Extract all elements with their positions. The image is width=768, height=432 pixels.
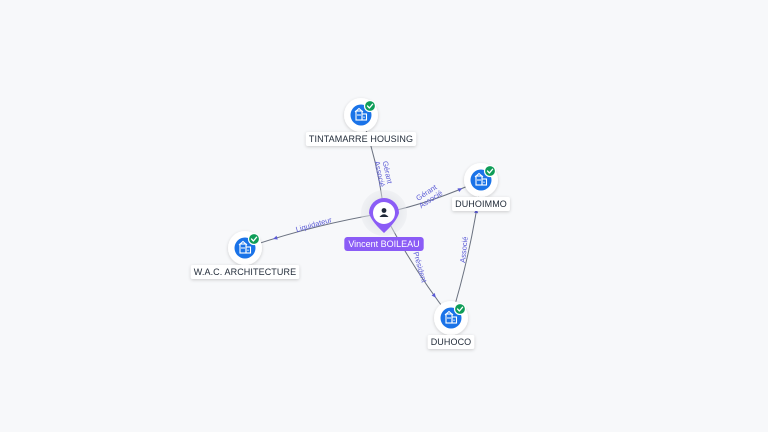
company-label-background (427, 335, 475, 349)
edge-label: Liquidateur (295, 215, 334, 234)
company-node-duhoimmo[interactable]: DUHOIMMO (452, 163, 510, 211)
edge-arrow-icon (431, 293, 436, 298)
edge-label: Associé (458, 236, 470, 263)
person-label-background (344, 237, 424, 251)
edge-label: Président (411, 251, 429, 285)
company-node-wac[interactable]: W.A.C. ARCHITECTURE (190, 231, 300, 279)
company-name: DUHOIMMO (455, 199, 507, 209)
company-label: TINTAMARRE HOUSING (305, 132, 417, 146)
company-node-duhoco[interactable]: DUHOCO (427, 301, 475, 349)
person-pin-inner (373, 202, 395, 224)
company-label-background (305, 132, 417, 146)
person-name: Vincent BOILEAU (348, 239, 419, 249)
company-label: W.A.C. ARCHITECTURE (190, 265, 300, 279)
verified-check-icon (453, 302, 467, 316)
company-name: DUHOCO (431, 337, 472, 347)
company-node-tintamarre[interactable]: TINTAMARRE HOUSING (305, 98, 417, 146)
nodes-layer: TINTAMARRE HOUSING DUHOIMMO W.A.C. ARCHITE… (190, 98, 510, 349)
company-label-background (452, 197, 510, 211)
person-icon (379, 208, 389, 217)
edge-arrow-icon (457, 188, 463, 192)
verified-check-icon (363, 99, 377, 113)
person-node[interactable]: Vincent BOILEAU (344, 190, 424, 251)
edge-arrow-icon (272, 235, 278, 240)
building-icon (444, 310, 458, 324)
company-label-background (190, 265, 300, 279)
building-icon (238, 240, 252, 254)
company-name: W.A.C. ARCHITECTURE (194, 267, 296, 277)
person-label: Vincent BOILEAU (344, 237, 424, 251)
building-icon (354, 107, 368, 121)
verified-check-icon (247, 232, 261, 246)
company-label: DUHOCO (427, 335, 475, 349)
verified-check-icon (483, 164, 497, 178)
company-label: DUHOIMMO (452, 197, 510, 211)
building-icon (474, 172, 488, 186)
company-name: TINTAMARRE HOUSING (309, 134, 413, 144)
